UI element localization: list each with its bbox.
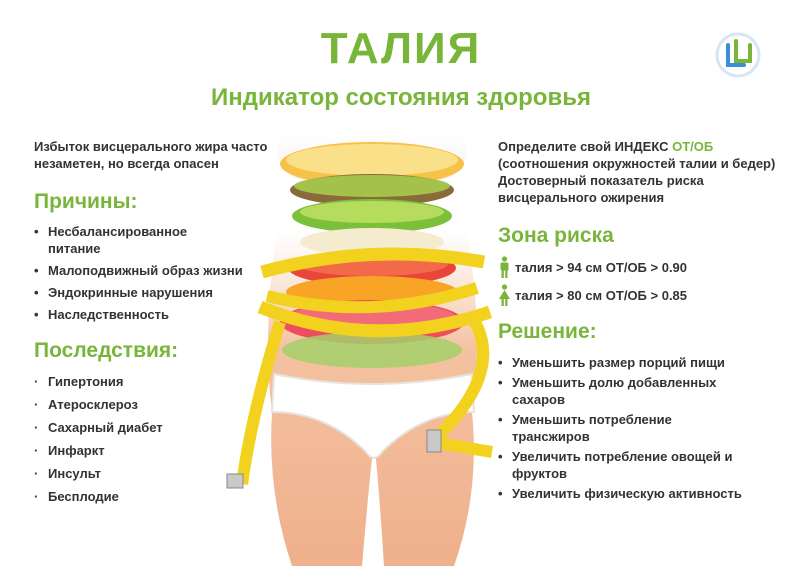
list-item: Наследственность [34, 306, 269, 323]
risk-text-female: талия > 80 см ОТ/ОБ > 0.85 [515, 287, 688, 303]
list-item: Уменьшить размер порций пищи [498, 354, 748, 371]
list-item: Инфаркт [34, 442, 269, 459]
solution-heading: Решение: [498, 320, 597, 343]
list-item: Увеличить потребление овощей и фруктов [498, 448, 748, 482]
index-intro: Определите свой ИНДЕКС ОТ/ОБ (соотношени… [498, 138, 788, 206]
logo-icon [715, 32, 761, 78]
list-item: Увеличить физическую активность [498, 485, 748, 502]
list-item: Инсульт [34, 465, 269, 482]
causes-heading: Причины: [34, 190, 138, 213]
consequences-heading: Последствия: [34, 339, 179, 362]
risk-text-male: талия > 94 см ОТ/ОБ > 0.90 [515, 259, 688, 275]
list-item: Атеросклероз [34, 396, 269, 413]
causes-list: Несбалансированное питание Малоподвижный… [34, 223, 269, 323]
waist-illustration [226, 120, 493, 566]
left-intro: Избыток висцерального жира часто незамет… [34, 139, 268, 171]
risk-heading: Зона риска [498, 224, 614, 247]
index-intro-line2: Достоверный показатель риска висцерально… [498, 173, 704, 205]
index-intro-prefix: Определите свой ИНДЕКС [498, 139, 673, 154]
list-item: Бесплодие [34, 488, 269, 505]
list-item: Малоподвижный образ жизни [34, 262, 248, 279]
index-intro-rest: (соотношения окружностей талии и бедер) [498, 156, 776, 171]
solution-list: Уменьшить размер порций пищи Уменьшить д… [498, 354, 748, 502]
consequences-list: Гипертония Атеросклероз Сахарный диабет … [34, 373, 269, 505]
list-item: Эндокринные нарушения [34, 284, 269, 301]
risk-list: талия > 94 см ОТ/ОБ > 0.90 талия > 80 см… [498, 256, 788, 306]
left-column: Избыток висцерального жира часто незамет… [34, 138, 269, 505]
index-highlight: ОТ/ОБ [672, 139, 714, 154]
list-item: Уменьшить долю добавленных сахаров [498, 374, 748, 408]
page-title: ТАЛИЯ [320, 24, 482, 73]
page-subtitle: Индикатор состояния здоровья [211, 84, 591, 111]
list-item: Несбалансированное питание [34, 223, 223, 257]
risk-row-male: талия > 94 см ОТ/ОБ > 0.90 [498, 256, 788, 278]
male-figure-icon [500, 256, 509, 278]
right-column: Определите свой ИНДЕКС ОТ/ОБ (соотношени… [498, 138, 788, 502]
female-figure-icon [499, 284, 510, 306]
risk-row-female: талия > 80 см ОТ/ОБ > 0.85 [498, 284, 788, 306]
list-item: Сахарный диабет [34, 419, 269, 436]
list-item: Уменьшить потребление трансжиров [498, 411, 748, 445]
list-item: Гипертония [34, 373, 269, 390]
